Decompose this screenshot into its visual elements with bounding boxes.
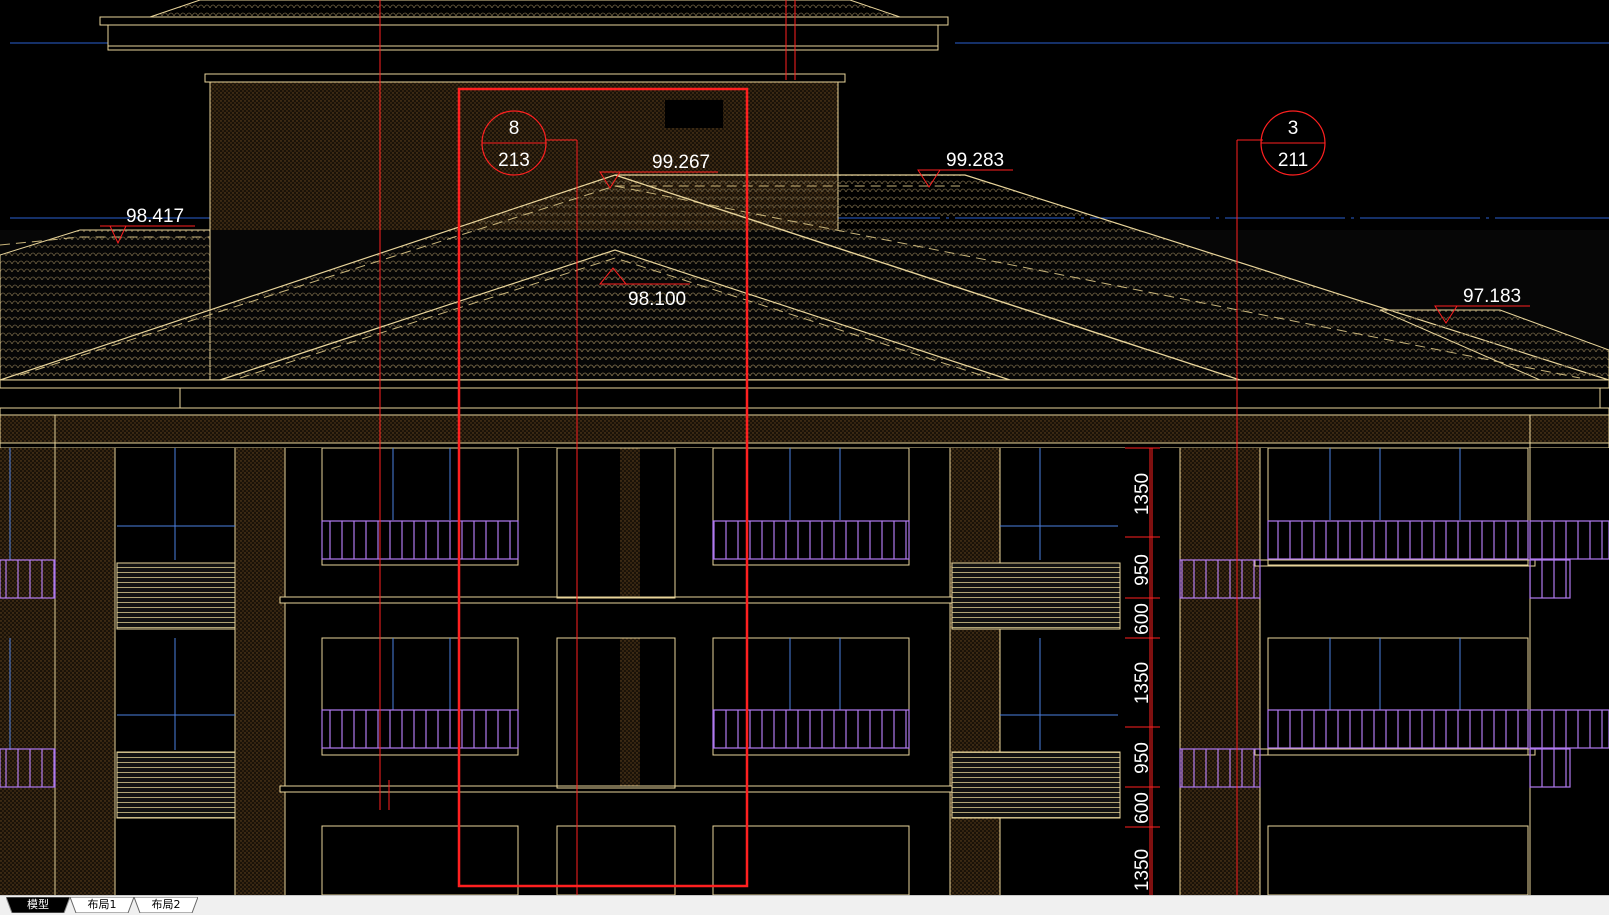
tab-layout1[interactable]: 布局1: [70, 897, 134, 913]
detail-callout-3-211[interactable]: 3 211: [1260, 110, 1326, 176]
callout-bottom-label: 213: [498, 150, 530, 171]
dimension-label: 950: [1132, 742, 1153, 774]
roof: [0, 174, 1609, 381]
facade: [0, 415, 1609, 895]
elevation-mark-97183[interactable]: 97.183: [1434, 286, 1530, 324]
dimension-label: 1350: [1132, 473, 1153, 515]
callout-top-label: 3: [1288, 118, 1299, 139]
elevation-mark-98417[interactable]: 98.417: [100, 206, 195, 245]
callout-bottom-label: 211: [1278, 150, 1308, 171]
selection-box[interactable]: [457, 87, 749, 888]
dimension-label: 600: [1132, 792, 1153, 824]
dimension-label: 950: [1132, 554, 1153, 586]
tab-layout1-label: 布局1: [87, 898, 117, 911]
elevation-98100-label: 98.100: [628, 289, 686, 310]
dimension-chain[interactable]: 1350 950 600 1350 950 600 1350: [1125, 447, 1160, 895]
layout-tab-bar: 模型 布局1 布局2: [0, 895, 1609, 915]
hidden-text-block: [665, 100, 723, 128]
elevation-mark-98100[interactable]: 98.100: [598, 267, 690, 310]
tab-layout2[interactable]: 布局2: [134, 897, 198, 913]
elevation-mark-99267[interactable]: 99.267: [599, 152, 718, 189]
elevation-99283-label: 99.283: [946, 150, 1004, 171]
tab-model[interactable]: 模型: [6, 897, 70, 913]
cad-drawing-canvas[interactable]: 98.417 99.267 99.283 98.100 97.183 8 213…: [0, 0, 1609, 895]
dimension-label: 1350: [1132, 849, 1153, 891]
dimension-label: 1350: [1132, 662, 1153, 704]
tab-layout2-label: 布局2: [151, 898, 181, 911]
eaves: [0, 379, 1609, 449]
callout-top-label: 8: [509, 118, 520, 139]
annotation-lines: [379, 0, 1263, 895]
detail-callout-8-213[interactable]: 8 213: [481, 110, 547, 176]
tab-model-label: 模型: [27, 898, 49, 911]
elevation-99267-label: 99.267: [652, 152, 710, 173]
elevation-97183-label: 97.183: [1463, 286, 1521, 307]
elevation-mark-99283[interactable]: 99.283: [917, 150, 1013, 188]
dimension-label: 600: [1132, 603, 1153, 635]
elevation-98417-label: 98.417: [126, 206, 184, 227]
